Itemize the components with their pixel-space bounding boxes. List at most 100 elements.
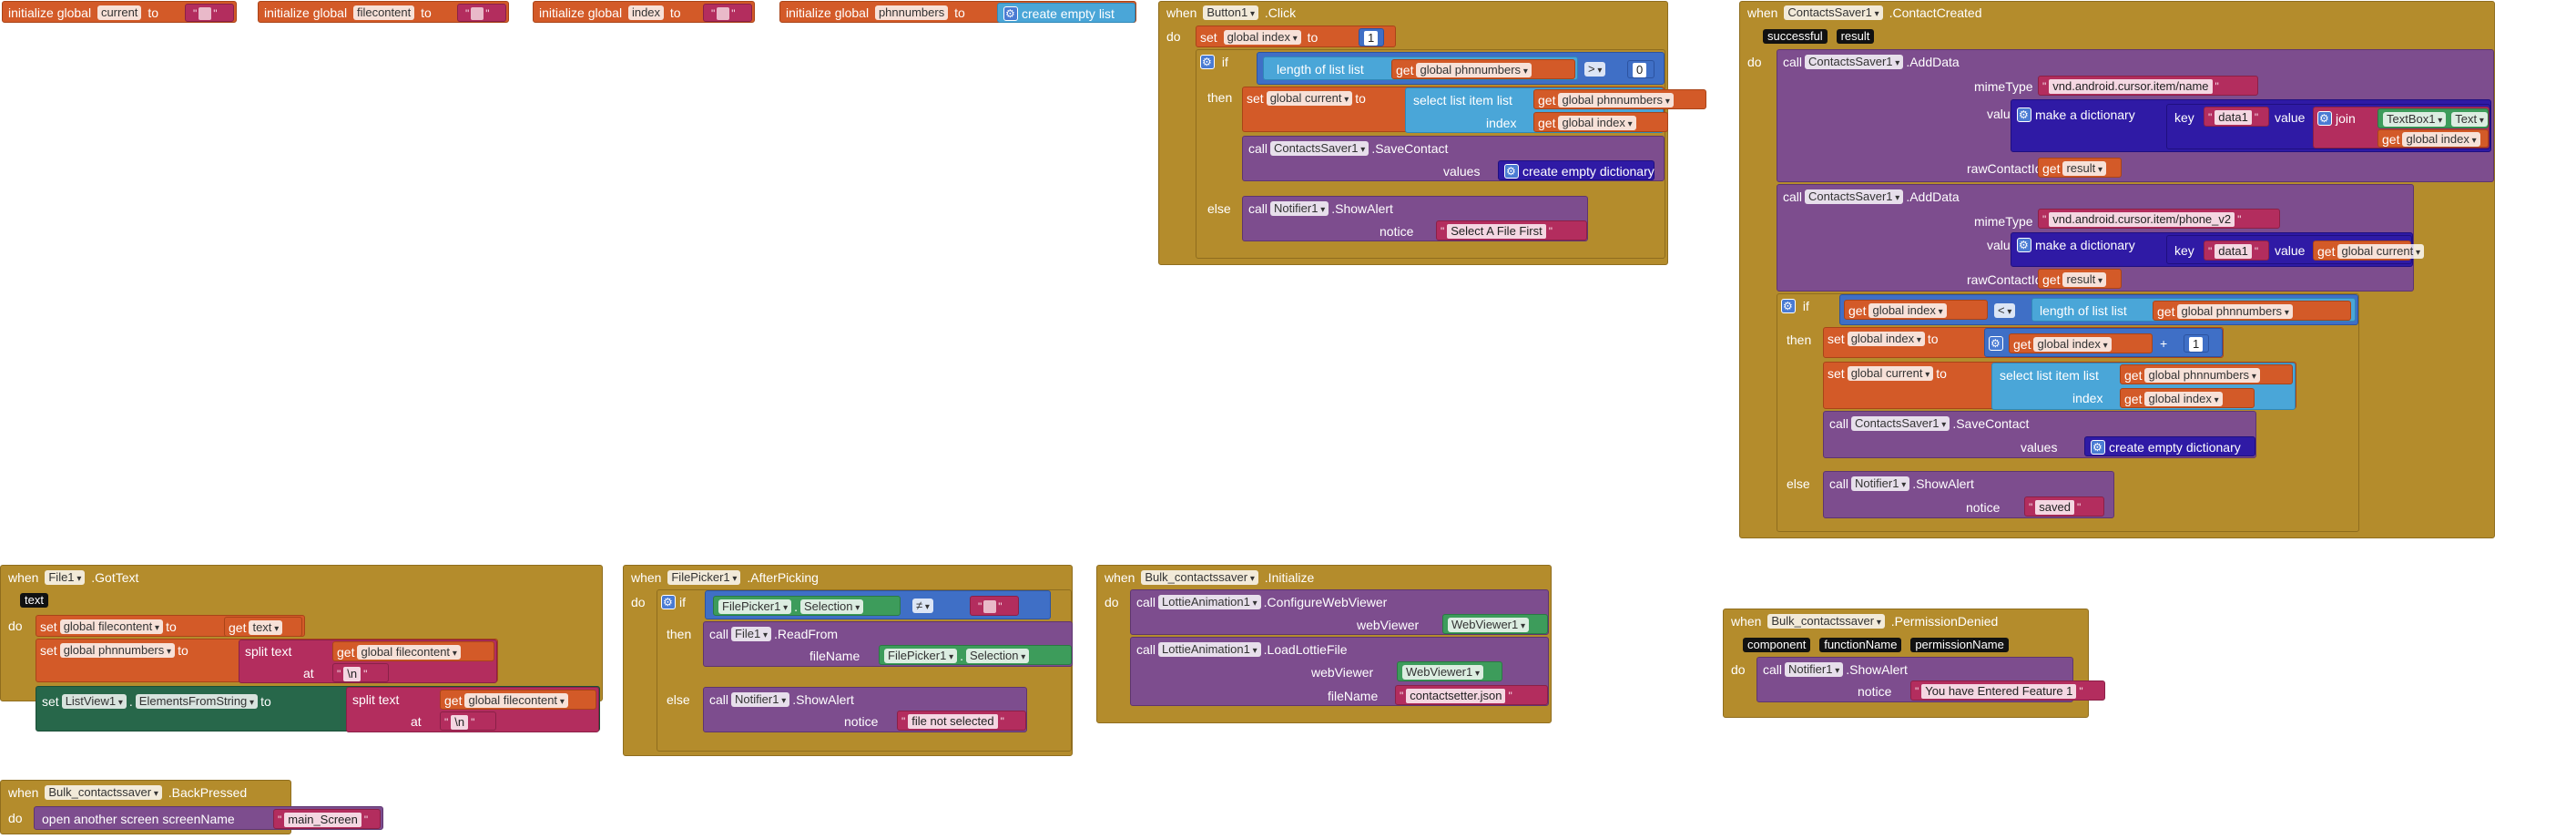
open-another-screen-block[interactable]: open another screen screenName "main_Scr… [34,806,383,830]
number-block[interactable]: 1 [1359,28,1384,46]
compare-op-dropdown[interactable]: < [1994,303,2016,319]
string-block[interactable]: "vnd.android.cursor.item/phone_v2" [2038,209,2280,229]
init-global-phnnumbers-block[interactable]: initialize global phnnumbers to create e… [779,1,1136,23]
filepicker-selection-block[interactable]: FilePicker1.Selection [713,596,901,616]
screen-initialize-event[interactable]: when Bulk_contactssaver .Initialize do c… [1096,565,1552,723]
gear-icon[interactable] [2017,237,2031,253]
gear-icon[interactable] [1200,54,1215,70]
param-successful[interactable]: successful [1763,29,1828,45]
filepicker-afterpicking-event[interactable]: when FilePicker1 .AfterPicking do if Fil… [623,565,1073,756]
string-block[interactable]: "data1" [2204,240,2269,261]
init-global-filecontent-block[interactable]: initialize global filecontent to "" [258,1,509,23]
contactcreated-event[interactable]: when ContactsSaver1 .ContactCreated succ… [1739,1,2495,538]
pair-block[interactable]: key "data1" value join TextBox1Text getg… [2166,104,2490,149]
compare-block[interactable]: FilePicker1.Selection ≠ "" [705,590,1051,619]
param-component[interactable]: component [1743,638,1811,653]
gear-icon[interactable] [1781,298,1796,314]
param-result[interactable]: result [1836,29,1875,45]
button1-click-event[interactable]: when Button1 .Click do set global index … [1158,1,1706,265]
empty-string-block[interactable]: "" [457,4,506,22]
call-configurewebviewer-block[interactable]: callLottieAnimation1.ConfigureWebViewer … [1130,589,1549,635]
create-empty-dictionary-block[interactable]: create empty dictionary [2084,436,2255,456]
string-block[interactable]: "vnd.android.cursor.item/name" [2038,76,2258,96]
empty-string-block[interactable]: "" [970,596,1019,616]
string-block[interactable]: "You have Entered Feature 1" [1910,680,2105,701]
global-name-current[interactable]: current [97,5,142,21]
webviewer-component-block[interactable]: WebViewer1 [1397,661,1502,681]
string-block[interactable]: "main_Screen" [273,809,381,829]
gear-icon[interactable] [1003,5,1018,22]
make-a-dictionary-block[interactable]: make a dictionary key "data1" value join… [2011,99,2491,152]
string-block[interactable]: "\n" [332,663,389,682]
webviewer-component-block[interactable]: WebViewer1 [1442,614,1548,634]
global-name-index[interactable]: index [627,5,665,21]
empty-string-block[interactable]: "" [185,4,234,22]
permissiondenied-event[interactable]: when Bulk_contactssaver .PermissionDenie… [1723,609,2105,718]
component-dropdown[interactable]: Button1 [1203,5,1258,21]
string-block[interactable]: "file not selected" [897,711,1026,731]
string-block[interactable]: "saved" [2024,496,2104,517]
textbox-text-block[interactable]: TextBox1Text [2377,108,2489,128]
compare-op-dropdown[interactable]: ≠ [912,599,933,614]
create-empty-list-block[interactable]: create empty list [997,3,1135,23]
string-block[interactable]: "\n" [440,711,496,731]
compare-op-dropdown[interactable]: > [1584,62,1606,77]
gear-icon[interactable] [661,594,676,610]
string-block[interactable]: "Select A File First" [1436,220,1587,240]
filepicker-selection-block[interactable]: FilePicker1.Selection [879,645,1072,665]
global-name-filecontent[interactable]: filecontent [352,5,415,21]
gear-icon[interactable] [2317,110,2332,127]
gear-icon[interactable] [2017,107,2031,123]
string-block[interactable]: "contactsetter.json" [1395,685,1548,705]
string-block[interactable]: "data1" [2204,107,2269,127]
param-text[interactable]: text [20,593,48,609]
gear-icon[interactable] [2091,439,2105,455]
global-name-phnnumbers[interactable]: phnnumbers [874,5,949,21]
param-permissionname[interactable]: permissionName [1910,638,2009,653]
gear-icon[interactable] [1989,335,2003,352]
init-global-index-block[interactable]: initialize global index to "" [533,1,755,23]
init-global-current-block[interactable]: initialize global current to "" [2,1,237,23]
make-a-dictionary-block[interactable]: make a dictionary key "data1" value getg… [2011,232,2425,267]
number-block[interactable]: 1 [2184,334,2209,353]
number-block[interactable]: 0 [1627,60,1655,78]
